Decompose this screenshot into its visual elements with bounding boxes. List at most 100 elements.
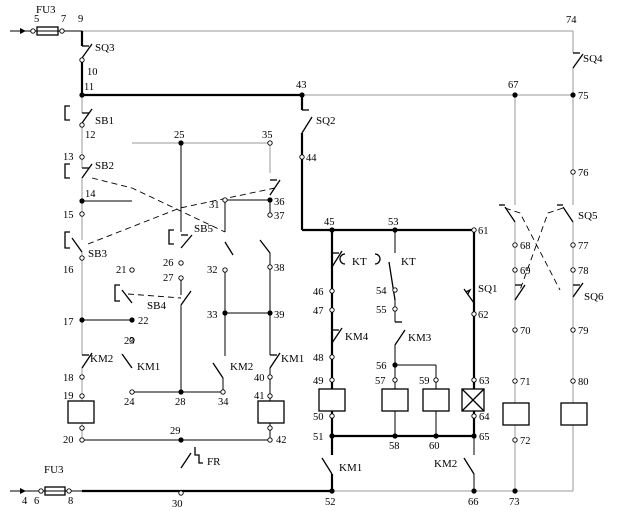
node-44: 44: [306, 153, 317, 164]
node-18: 18: [63, 373, 74, 384]
node-21: 21: [116, 265, 127, 276]
node-62: 62: [478, 310, 489, 321]
node-64: 64: [479, 412, 490, 423]
label-fr: FR: [207, 456, 221, 468]
node-38: 38: [274, 263, 285, 274]
node-34: 34: [218, 397, 229, 408]
node-13: 13: [63, 152, 74, 163]
node-32: 32: [207, 265, 218, 276]
node-75: 75: [578, 91, 589, 102]
node-58: 58: [389, 441, 400, 452]
node-72: 72: [520, 436, 531, 447]
node-9: 9: [78, 14, 83, 25]
node-52: 52: [325, 497, 336, 508]
label-sq4: SQ4: [583, 53, 603, 65]
node-65: 65: [479, 432, 490, 443]
fuse-fu3-top: [33, 26, 62, 36]
node-42: 42: [276, 435, 287, 446]
node-30: 30: [172, 499, 183, 510]
node-50: 50: [313, 412, 324, 423]
node-43: 43: [296, 80, 307, 91]
node-12: 12: [85, 130, 96, 141]
label-sq1: SQ1: [478, 283, 498, 295]
node-61: 61: [478, 226, 489, 237]
node-5: 5: [34, 14, 39, 25]
node-69: 69: [520, 266, 531, 277]
node-40: 40: [254, 373, 265, 384]
node-11: 11: [84, 82, 94, 93]
node-numbers: 4 5 6 7 8 9 10 11 12 13 14 15 16 17 18 1…: [22, 14, 589, 510]
label-sq5: SQ5: [578, 210, 598, 222]
coil-km1: [67, 400, 95, 424]
node-67: 67: [508, 80, 519, 91]
node-19: 19: [63, 391, 74, 402]
node-79: 79: [578, 326, 589, 337]
label-km2-left: KM2: [90, 353, 113, 365]
node-71: 71: [520, 377, 531, 388]
node-80: 80: [578, 377, 589, 388]
node-55: 55: [376, 305, 387, 316]
node-23: 23: [124, 336, 135, 347]
node-68: 68: [520, 241, 531, 252]
node-74: 74: [566, 15, 577, 26]
label-km4: KM4: [345, 331, 369, 343]
node-16: 16: [63, 265, 74, 276]
label-km2-bottom: KM2: [434, 458, 457, 470]
coils: [67, 388, 588, 426]
label-fu3-top: FU3: [36, 4, 56, 16]
node-20: 20: [63, 435, 74, 446]
node-63: 63: [479, 376, 490, 387]
node-36: 36: [274, 197, 285, 208]
node-60: 60: [429, 441, 440, 452]
node-10: 10: [87, 67, 98, 78]
node-4: 4: [22, 496, 28, 507]
node-48: 48: [313, 353, 324, 364]
coil-kt: [318, 388, 346, 412]
label-sq2: SQ2: [316, 115, 336, 127]
label-fu3-bottom: FU3: [44, 464, 64, 476]
label-km1-right: KM1: [281, 353, 304, 365]
wires: [10, 28, 574, 494]
node-77: 77: [578, 241, 589, 252]
node-14: 14: [85, 189, 96, 200]
node-53: 53: [388, 217, 399, 228]
contacts: [64, 43, 584, 475]
node-78: 78: [578, 266, 589, 277]
node-45: 45: [324, 217, 335, 228]
node-25: 25: [174, 130, 185, 141]
label-km1-bottom: KM1: [339, 462, 362, 474]
label-sb5: SB5: [194, 223, 213, 235]
node-31: 31: [209, 200, 220, 211]
junctions: [79, 92, 576, 494]
label-sb4: SB4: [147, 300, 166, 312]
label-sb2: SB2: [95, 160, 114, 172]
fuse-fu3-bottom: [41, 486, 69, 496]
node-56: 56: [376, 361, 387, 372]
node-66: 66: [468, 497, 479, 508]
node-70: 70: [520, 326, 531, 337]
label-kt-left: KT: [352, 256, 367, 268]
coil-km3: [381, 388, 409, 412]
label-sb3: SB3: [88, 248, 107, 260]
label-sq3: SQ3: [95, 42, 115, 54]
node-59: 59: [419, 376, 430, 387]
node-8: 8: [68, 496, 73, 507]
node-35: 35: [262, 130, 273, 141]
component-labels: FU3 FU3 SQ3 SQ4 SQ2 SB1 SB2 SB3 SB4 SB5 …: [36, 4, 604, 476]
node-24: 24: [124, 397, 135, 408]
coil-km2: [257, 400, 285, 424]
terminals: [30, 28, 576, 496]
node-39: 39: [274, 310, 285, 321]
node-33: 33: [207, 310, 218, 321]
node-37: 37: [274, 211, 285, 222]
node-22: 22: [138, 316, 149, 327]
node-17: 17: [63, 317, 74, 328]
coil-right-pair: [560, 402, 588, 426]
label-sq6: SQ6: [584, 291, 604, 303]
node-6: 6: [34, 496, 39, 507]
node-49: 49: [313, 376, 324, 387]
node-47: 47: [313, 306, 324, 317]
node-7: 7: [61, 14, 66, 25]
node-26: 26: [163, 258, 174, 269]
node-51: 51: [313, 432, 324, 443]
